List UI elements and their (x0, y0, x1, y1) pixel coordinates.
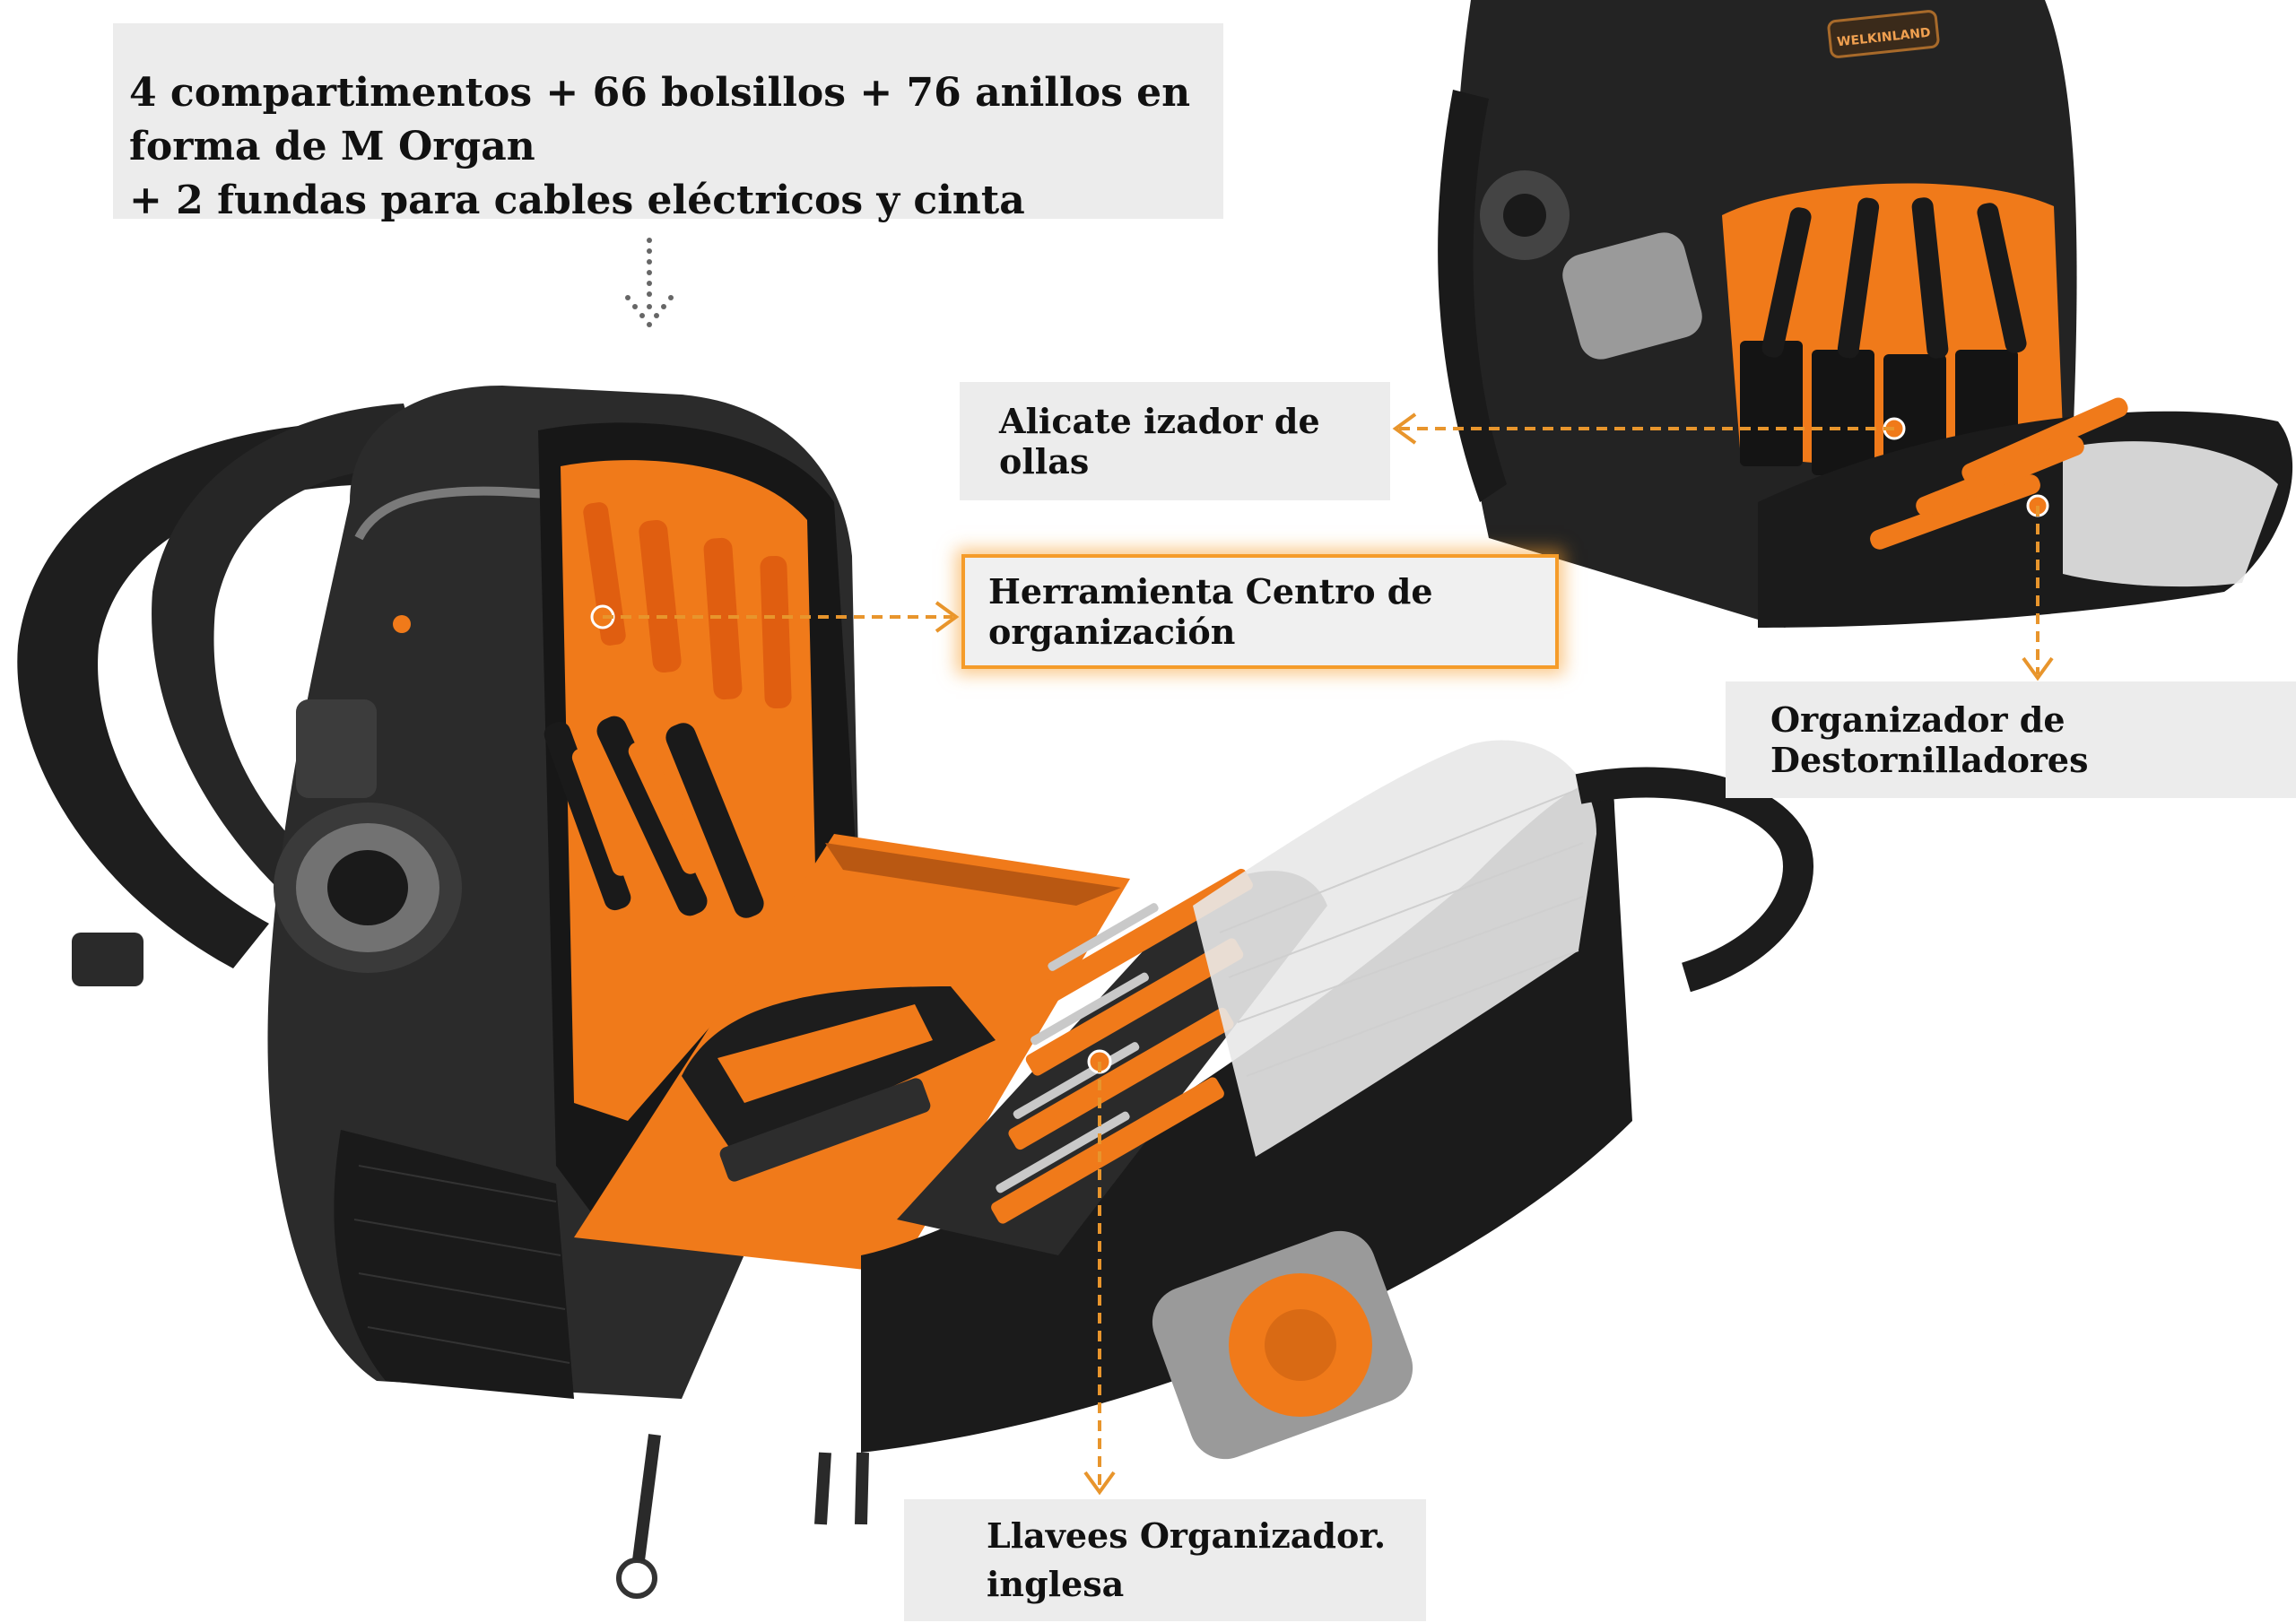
callout-llaves-line-2: inglesa (987, 1564, 1125, 1604)
leader-lines (603, 427, 2039, 1488)
tape-measure (1152, 1230, 1413, 1460)
leader-arrowheads (935, 412, 2054, 1496)
callout-herramienta-highlighted: Herramienta Centro de organización (961, 554, 1559, 669)
headline-banner: 4 compartimentos + 66 bolsillos + 76 ani… (113, 23, 1223, 223)
duct-tape-roll (274, 803, 462, 973)
callout-llaves: Llavees Organizador. inglesa (904, 1499, 1426, 1621)
headline-line-2: + 2 fundas para cables eléctricos y cint… (129, 178, 1025, 223)
headline-line-1: 4 compartimentos + 66 bolsillos + 76 ani… (129, 70, 1191, 169)
callout-llaves-line-1: Llavees Organizador. (987, 1515, 1387, 1556)
secondary-backpack: WELKINLAND (1438, 0, 2293, 628)
dotted-down-arrow-icon (625, 238, 674, 327)
main-backpack (17, 386, 1813, 1599)
callout-destornilladores: Organizador de Destornilladores (1726, 681, 2296, 798)
callout-alicate: Alicate izador de ollas (960, 382, 1390, 500)
